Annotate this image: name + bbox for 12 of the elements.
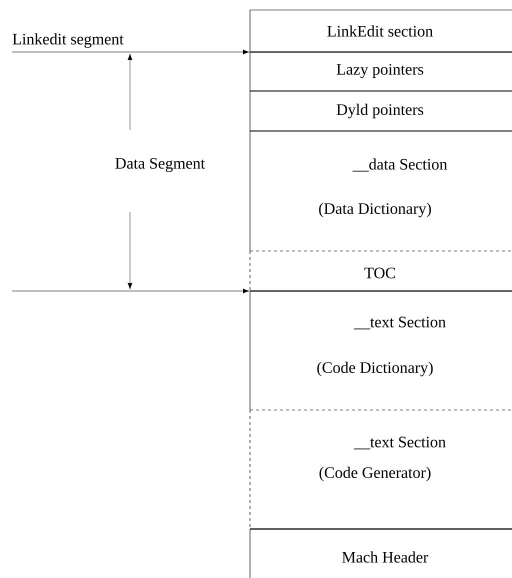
arrow	[12, 50, 249, 54]
arrow	[12, 288, 249, 294]
memory-section-box: __data Section (Data Dictionary)	[250, 130, 512, 252]
memory-section-box: Mach Header	[250, 528, 512, 578]
memory-section-box: Lazy pointers	[250, 51, 512, 92]
memory-section-box: TOC	[250, 250, 512, 292]
memory-section-box: __text Section (Code Dictionary)	[250, 290, 512, 410]
memory-section-box: Dyld pointers	[250, 90, 512, 132]
segment-label: Data Segment	[115, 158, 205, 172]
edge-label: Linkedit segment	[12, 33, 124, 48]
memory-section-box: LinkEdit section	[250, 10, 512, 52]
memory-section-box: __text Section (Code Generator)	[250, 410, 512, 530]
